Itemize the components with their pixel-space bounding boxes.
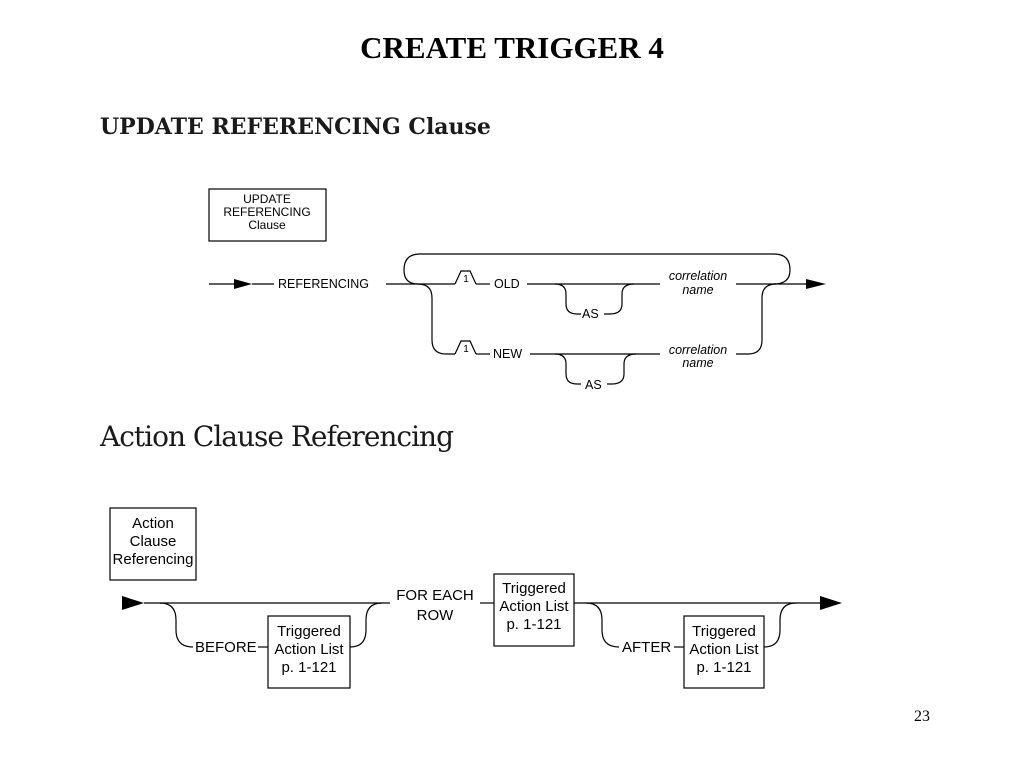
before-triggered-action-box	[267, 615, 351, 689]
referencing-keyword: REFERENCING	[278, 277, 369, 291]
action-box-line-2: Clause	[130, 533, 177, 550]
old-name-word: name	[682, 283, 713, 297]
new-repeat-marker-icon	[454, 340, 477, 355]
row-keyword: ROW	[417, 607, 455, 624]
after-bypass-right	[763, 602, 797, 648]
after-box-line-3: p. 1-121	[696, 659, 751, 676]
new-branch-connector-right	[736, 283, 777, 355]
update-box-line-2: REFERENCING	[223, 205, 310, 219]
new-as-bypass-left	[554, 353, 581, 385]
new-correlation-word: correlation	[669, 343, 727, 357]
after-bypass-left	[585, 602, 620, 648]
row-box-line-1: Triggered	[502, 580, 566, 597]
before-bypass-left	[159, 602, 194, 648]
action-entry-arrow-icon	[122, 596, 144, 610]
old-as-keyword: AS	[582, 307, 599, 321]
for-each-keyword: FOR EACH	[396, 587, 474, 604]
old-as-bypass-left	[554, 283, 581, 315]
action-clause-label-box	[109, 507, 197, 581]
update-referencing-heading: UPDATE REFERENCING Clause	[100, 114, 491, 140]
update-referencing-diagram: UPDATE REFERENCING Clause REFERENCING 1 …	[208, 188, 826, 392]
before-box-line-2: Action List	[274, 641, 344, 658]
update-referencing-label-box	[208, 188, 327, 242]
after-keyword: AFTER	[622, 639, 671, 656]
before-box-line-1: Triggered	[277, 623, 341, 640]
row-box-line-3: p. 1-121	[506, 616, 561, 633]
slide-title: CREATE TRIGGER 4	[360, 30, 664, 65]
before-keyword: BEFORE	[195, 639, 257, 656]
action-clause-heading: Action Clause Referencing	[100, 420, 454, 453]
update-entry-arrow-icon	[234, 279, 252, 289]
after-box-line-1: Triggered	[692, 623, 756, 640]
action-exit-arrow-icon	[820, 596, 842, 610]
new-repeat-count: 1	[463, 344, 469, 355]
old-correlation-word: correlation	[669, 269, 727, 283]
update-box-line-3: Clause	[248, 218, 286, 232]
repeat-loop	[403, 253, 791, 285]
new-branch-connector-left	[417, 283, 455, 355]
for-each-row-triggered-action-box	[493, 573, 575, 647]
action-clause-diagram: Action Clause Referencing BEFORE Trigger…	[109, 507, 842, 689]
update-box-line-1: UPDATE	[243, 192, 291, 206]
old-keyword: OLD	[494, 277, 520, 291]
old-repeat-marker-icon	[454, 270, 477, 285]
action-box-line-3: Referencing	[113, 551, 194, 568]
new-as-bypass-right	[607, 353, 637, 385]
page-number: 23	[914, 708, 930, 725]
row-box-line-2: Action List	[499, 598, 569, 615]
new-name-word: name	[682, 356, 713, 370]
old-repeat-count: 1	[463, 274, 469, 285]
after-box-line-2: Action List	[689, 641, 759, 658]
action-box-line-1: Action	[132, 515, 174, 532]
new-keyword: NEW	[493, 347, 522, 361]
new-as-keyword: AS	[585, 378, 602, 392]
old-as-bypass-right	[604, 283, 635, 315]
update-exit-arrow-icon	[806, 279, 826, 289]
before-bypass-right	[349, 602, 383, 648]
before-box-line-3: p. 1-121	[281, 659, 336, 676]
after-triggered-action-box	[683, 615, 765, 689]
